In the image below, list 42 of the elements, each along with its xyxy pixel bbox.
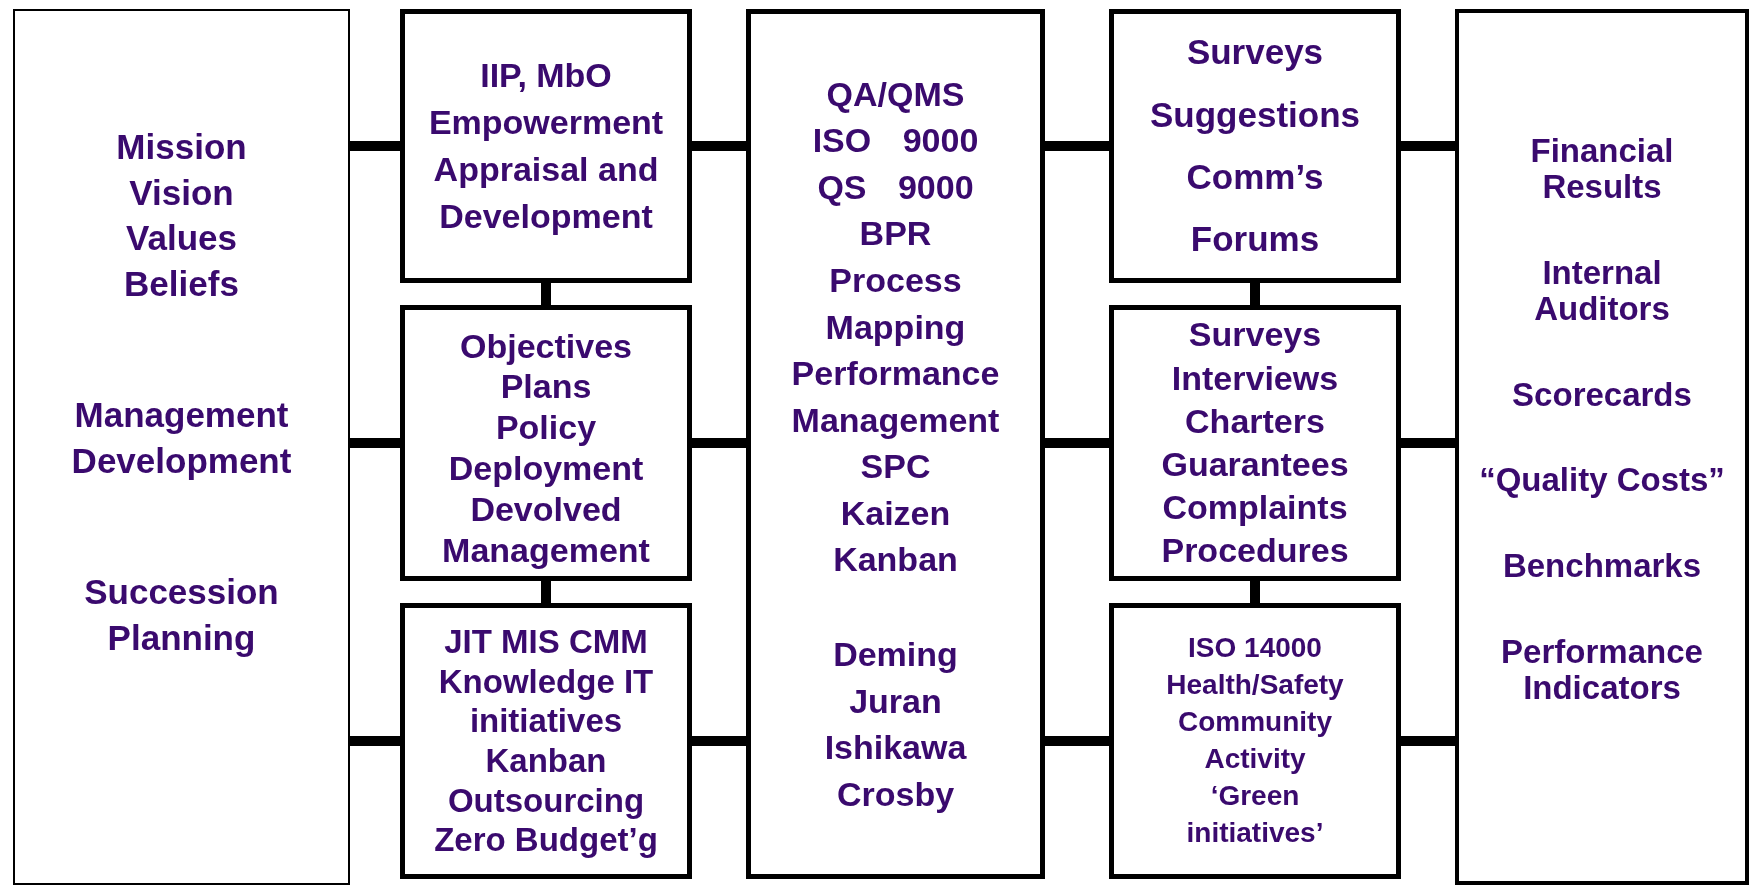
connector-line bbox=[350, 141, 400, 151]
box-text: JIT MIS CMM Knowledge IT initiatives Kanban Outsourcing Zero Budget’g bbox=[433, 622, 659, 860]
connector-line bbox=[541, 581, 551, 603]
connector-line bbox=[1250, 283, 1260, 305]
connector-line bbox=[1401, 141, 1455, 151]
box-text: Objectives Plans Policy Deployment Devolved Management bbox=[442, 325, 650, 571]
text-box bbox=[13, 9, 350, 885]
box-text: Performance Indicators bbox=[1500, 633, 1704, 707]
connector-line bbox=[1045, 141, 1109, 151]
text-box bbox=[400, 305, 692, 581]
connector-line bbox=[692, 141, 746, 151]
connector-line bbox=[1401, 736, 1455, 746]
text-box bbox=[1109, 305, 1401, 581]
connector-line bbox=[692, 438, 746, 448]
box-text: Deming Juran Ishikawa Crosby bbox=[824, 634, 967, 815]
connector-line bbox=[1045, 736, 1109, 746]
connector-line bbox=[1250, 581, 1260, 603]
connector-line bbox=[350, 438, 400, 448]
box-text: Scorecards bbox=[1512, 376, 1692, 413]
connector-line bbox=[692, 736, 746, 746]
text-box bbox=[746, 9, 1045, 879]
text-box bbox=[1109, 603, 1401, 879]
text-box bbox=[1455, 9, 1749, 885]
box-text: Financial Results bbox=[1529, 132, 1675, 206]
box-text: QA/QMS ISO 9000 QS 9000 BPR Process Mapping Performance Management SPC Kaizen Kanban bbox=[791, 73, 1000, 581]
connector-line bbox=[350, 736, 400, 746]
text-box bbox=[400, 603, 692, 879]
box-text: Surveys Suggestions Comm’s Forums bbox=[1150, 31, 1360, 261]
box-text: Mission Vision Values Beliefs bbox=[116, 126, 247, 305]
connector-line bbox=[1045, 438, 1109, 448]
box-text: Benchmarks bbox=[1502, 547, 1702, 585]
box-text: IIP, MbO Empowerment Appraisal and Development bbox=[428, 55, 664, 237]
box-text: Management Development bbox=[71, 394, 292, 482]
box-text: Surveys Interviews Charters Guarantees Complaints Procedures bbox=[1161, 314, 1349, 572]
connector-line bbox=[541, 283, 551, 305]
box-text: ISO 14000 Health/Safety Community Activity ‘Green initiatives’ bbox=[1166, 631, 1344, 850]
text-box bbox=[1109, 9, 1401, 283]
connector-line bbox=[1401, 438, 1455, 448]
text-box bbox=[400, 9, 692, 283]
box-text: “Quality Costs” bbox=[1479, 462, 1725, 499]
box-text: Internal Auditors bbox=[1533, 254, 1671, 328]
box-text: Succession Planning bbox=[84, 571, 279, 659]
